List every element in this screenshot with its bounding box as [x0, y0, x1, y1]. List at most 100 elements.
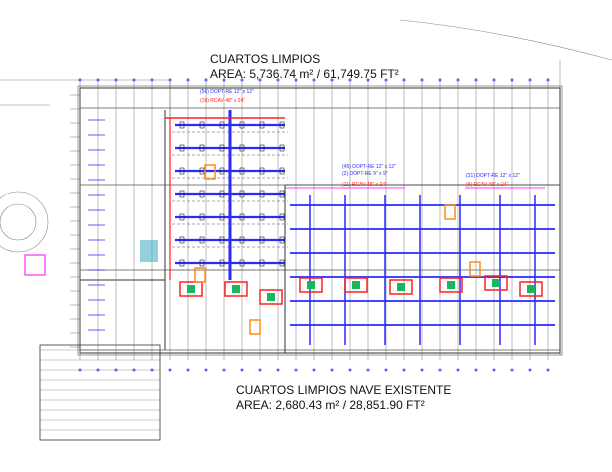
duct-tag: (2) DOPT-RE 9" x 9" [342, 171, 388, 177]
grid-bubble [546, 78, 550, 82]
diffuser [259, 236, 265, 244]
diffuser [239, 259, 245, 267]
grid-bubble [528, 368, 532, 372]
upper-area-size: AREA: 5,736.74 m² / 61,749.75 FT² [210, 67, 399, 81]
grid-bubble [132, 78, 136, 82]
grid-bubble [186, 78, 190, 82]
duct-tag: (31) DOPT-RE 12" x 12" [466, 173, 520, 179]
grid-bubble [510, 368, 514, 372]
diffuser [259, 121, 265, 129]
equipment [140, 240, 158, 262]
duct-tag: (56) DOPT-RE 12" x 12" [200, 89, 254, 95]
grid-bubble [438, 78, 442, 82]
diffuser [179, 259, 185, 267]
diffuser [279, 121, 285, 129]
upper-area-title: CUARTOS LIMPIOS AREA: 5,736.74 m² / 61,7… [210, 52, 399, 82]
grid-bubble [312, 368, 316, 372]
grid-bubble [348, 78, 352, 82]
upper-area-name: CUARTOS LIMPIOS [210, 52, 321, 66]
unit-marker [447, 281, 455, 289]
duct-tag: (45) DOPT-RE 12" x 12" [342, 164, 396, 170]
diffuser [239, 167, 245, 175]
diffuser [179, 121, 185, 129]
grid-bubble [114, 78, 118, 82]
diffuser [179, 144, 185, 152]
grid-bubble [456, 368, 460, 372]
grid-bubble [348, 368, 352, 372]
return-plenum [259, 289, 283, 305]
return-plenum [224, 281, 248, 297]
diffuser [199, 121, 205, 129]
grid-bubble [420, 368, 424, 372]
grid-bubble [240, 368, 244, 372]
equipment [444, 204, 456, 220]
diffuser [179, 213, 185, 221]
return-plenum [179, 281, 203, 297]
return-plenum [519, 281, 543, 297]
grid-bubble [96, 78, 100, 82]
grid-bubble [276, 368, 280, 372]
diffuser [279, 144, 285, 152]
diffuser [199, 144, 205, 152]
grid-bubble [420, 78, 424, 82]
grid-bubble [294, 78, 298, 82]
diffuser [199, 236, 205, 244]
unit-marker [492, 279, 500, 287]
grid-bubble [240, 78, 244, 82]
grid-bubble [150, 78, 154, 82]
grid-bubble [312, 78, 316, 82]
grid-bubble [492, 78, 496, 82]
unit-marker [397, 283, 405, 291]
grid-bubble [474, 368, 478, 372]
diffuser [219, 144, 225, 152]
diffuser [279, 213, 285, 221]
diffuser [219, 213, 225, 221]
grid-bubble [258, 368, 262, 372]
diffuser [259, 167, 265, 175]
return-plenum [484, 275, 508, 291]
grid-bubble [222, 368, 226, 372]
diffuser [199, 213, 205, 221]
grid-bubble [528, 78, 532, 82]
unit-marker [527, 285, 535, 293]
grid-bubble [168, 368, 172, 372]
equipment [249, 319, 261, 335]
diffuser [259, 144, 265, 152]
return-plenum [344, 277, 368, 293]
diffuser [259, 190, 265, 198]
diffuser [239, 121, 245, 129]
diffuser [199, 167, 205, 175]
diffuser [279, 259, 285, 267]
diffuser [219, 236, 225, 244]
diffuser [239, 236, 245, 244]
diffuser [279, 190, 285, 198]
grid-bubble [294, 368, 298, 372]
grid-bubble [78, 78, 82, 82]
duct-tag: (9) RCAV 48" x 24" [466, 182, 509, 188]
grid-bubble [384, 78, 388, 82]
equipment [469, 261, 481, 277]
grid-bubble [366, 368, 370, 372]
diffuser [239, 190, 245, 198]
diffuser [219, 190, 225, 198]
grid-bubble [546, 368, 550, 372]
grid-bubble [204, 78, 208, 82]
grid-bubble [204, 368, 208, 372]
grid-bubble [258, 78, 262, 82]
diffuser [259, 213, 265, 221]
grid-bubble [402, 368, 406, 372]
duct-tag: (11) RCAV 48" x 24" [342, 182, 387, 188]
unit-marker [232, 285, 240, 293]
diffuser [219, 167, 225, 175]
grid-bubble [384, 368, 388, 372]
equipment [204, 164, 216, 180]
equipment [194, 267, 206, 283]
grid-bubble [474, 78, 478, 82]
grid-bubble [456, 78, 460, 82]
diffuser [179, 167, 185, 175]
unit-marker [267, 293, 275, 301]
diffuser [199, 190, 205, 198]
grid-bubble [276, 78, 280, 82]
grid-bubble [492, 368, 496, 372]
